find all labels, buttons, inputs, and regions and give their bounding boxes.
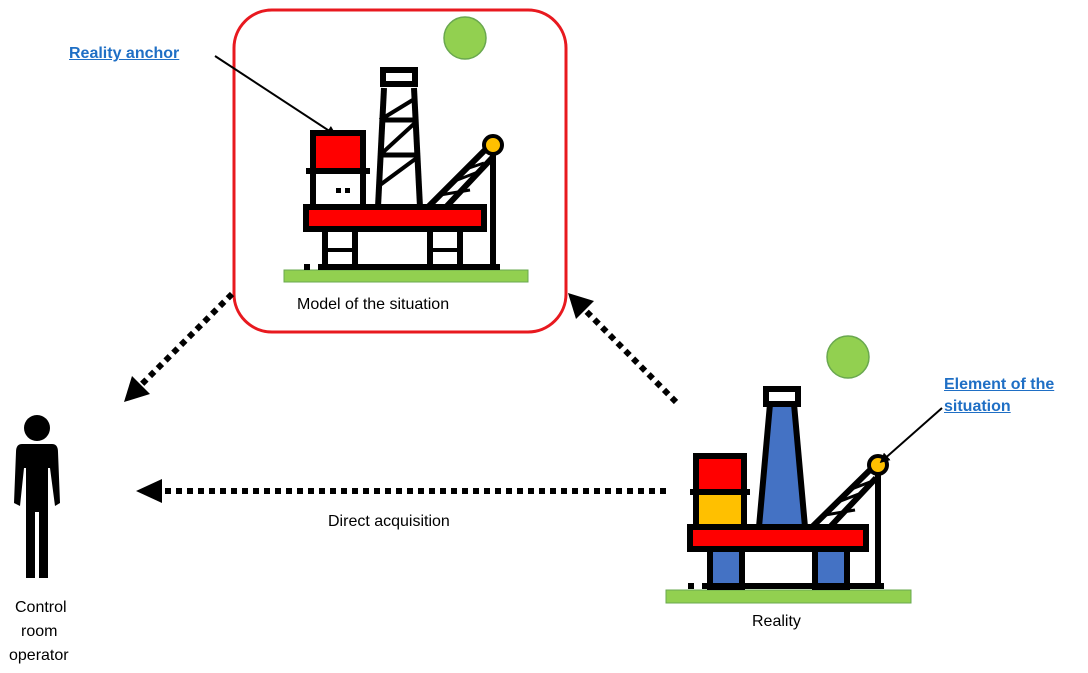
reality-anchor-label[interactable]: Reality anchor	[69, 45, 180, 62]
model-caption: Model of the situation	[297, 296, 450, 313]
reality-platform-icon	[665, 386, 912, 604]
operator-label-line1: Control	[15, 599, 67, 616]
operator-label-line3: operator	[9, 647, 69, 664]
operator-label-line2: room	[21, 623, 58, 640]
reality-caption: Reality	[752, 613, 801, 630]
arrow-direct-acquisition	[136, 479, 666, 503]
element-pointer	[879, 407, 943, 463]
model-frame	[232, 8, 568, 334]
reality-status-icon	[826, 335, 870, 379]
element-label-line1[interactable]: Element of the	[944, 376, 1055, 393]
reality-anchor-pointer	[214, 55, 337, 136]
model-platform-icon	[283, 67, 529, 283]
element-label-line2[interactable]: situation	[944, 398, 1011, 415]
arrow-reality-to-model	[568, 293, 679, 405]
model-status-icon	[443, 16, 487, 60]
operator-person-icon	[14, 415, 60, 578]
arrow-model-to-operator	[124, 291, 235, 402]
direct-acquisition-label: Direct acquisition	[328, 513, 450, 530]
